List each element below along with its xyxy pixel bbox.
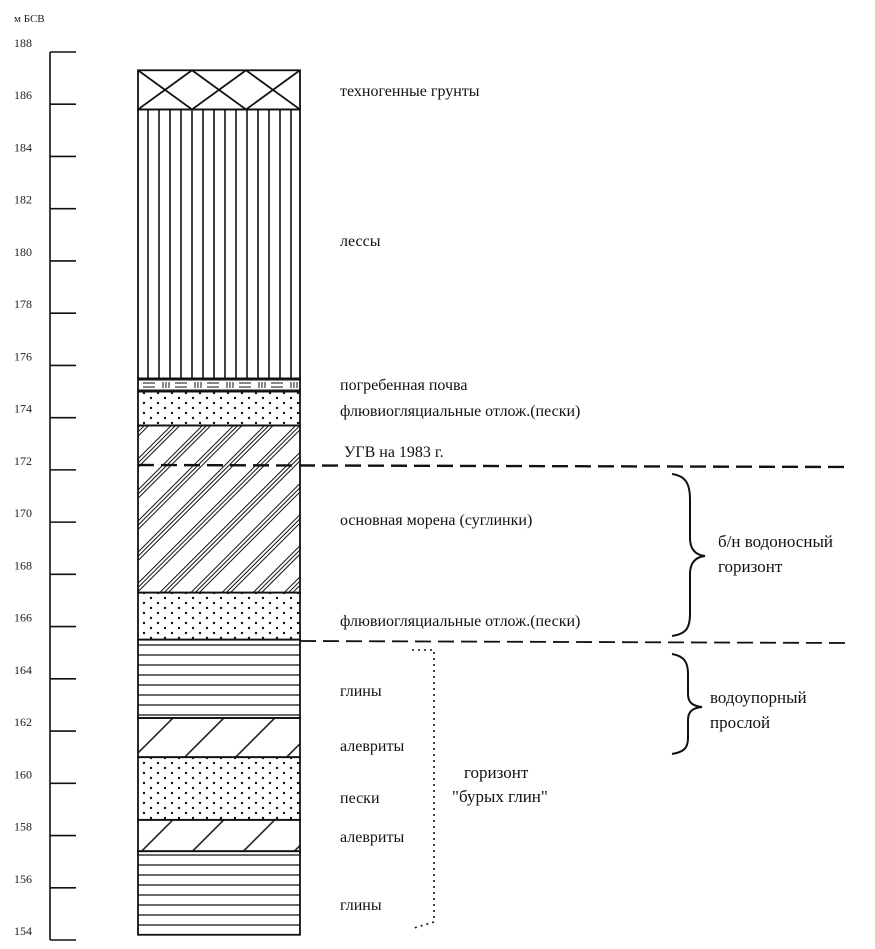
layer-loess xyxy=(138,109,300,378)
axis-tick-label: 156 xyxy=(14,872,32,886)
layer-label-silt-2: алевриты xyxy=(340,829,404,846)
aquitard-brace xyxy=(672,654,702,754)
layer-technogenic xyxy=(138,70,300,109)
layer-label-fluvioglacial-1: флювиогляциальные отлож.(пески) xyxy=(340,403,580,420)
axis-tick-label: 168 xyxy=(14,558,32,572)
aquifer-label-line-1: б/н водоносный xyxy=(718,532,833,551)
layer-label-loess: лессы xyxy=(340,233,381,250)
layer-label-fluvioglacial-2: флювиогляциальные отлож.(пески) xyxy=(340,613,580,630)
elevation-axis: 188 186 184 182 180 178 176 174 172 170 168 166 164 1… xyxy=(14,36,76,940)
aquifer-bottom-line xyxy=(300,641,850,643)
brown-clay-label-line-1: горизонт xyxy=(464,763,529,782)
axis-tick-label: 162 xyxy=(14,715,32,729)
layer-label-buried-soil: погребенная почва xyxy=(340,377,467,394)
layer-column xyxy=(138,70,300,934)
layer-silt-2 xyxy=(138,820,300,851)
groundwater-label: УГВ на 1983 г. xyxy=(344,444,444,461)
axis-tick-label: 184 xyxy=(14,140,32,154)
layer-label-sand: пески xyxy=(340,790,380,807)
axis-tick-label: 186 xyxy=(14,88,32,102)
axis-tick-label: 174 xyxy=(14,402,32,416)
layer-label-clay-1: глины xyxy=(340,683,382,700)
axis-tick-label: 180 xyxy=(14,245,32,259)
layer-moraine xyxy=(138,425,300,592)
layer-fluvioglacial-2 xyxy=(138,593,300,640)
axis-tick-label: 164 xyxy=(14,663,32,677)
layer-silt-1 xyxy=(138,718,300,757)
brown-clay-label-line-2: "бурых глин" xyxy=(452,787,548,806)
unit-label: м БСВ xyxy=(14,13,45,25)
layer-clay-1 xyxy=(138,640,300,718)
layer-fluvioglacial-1 xyxy=(138,392,300,426)
layer-sand xyxy=(138,757,300,820)
aquifer-label-line-2: горизонт xyxy=(718,557,783,576)
layer-label-moraine: основная морена (суглинки) xyxy=(340,512,532,529)
axis-tick-label: 158 xyxy=(14,820,32,834)
brown-clay-bracket xyxy=(412,650,434,928)
axis-tick-label: 188 xyxy=(14,36,32,50)
layer-label-clay-2: глины xyxy=(340,897,382,914)
layer-label-technogenic: техногенные грунты xyxy=(340,83,480,100)
axis-tick-label: 160 xyxy=(14,767,32,781)
aquitard-label-line-2: прослой xyxy=(710,713,770,732)
axis-tick-label: 178 xyxy=(14,297,32,311)
axis-tick-label: 172 xyxy=(14,454,32,468)
layer-clay-2 xyxy=(138,851,300,935)
axis-tick-label: 182 xyxy=(14,193,32,207)
axis-tick-label: 154 xyxy=(14,924,32,938)
layer-label-silt-1: алевриты xyxy=(340,738,404,755)
aquitard-label-line-1: водоупорный xyxy=(710,688,807,707)
axis-tick-label: 176 xyxy=(14,349,32,363)
axis-tick-label: 166 xyxy=(14,611,32,625)
layer-buried-soil xyxy=(138,378,300,391)
aquifer-brace xyxy=(672,474,705,636)
axis-tick-label: 170 xyxy=(14,506,32,520)
